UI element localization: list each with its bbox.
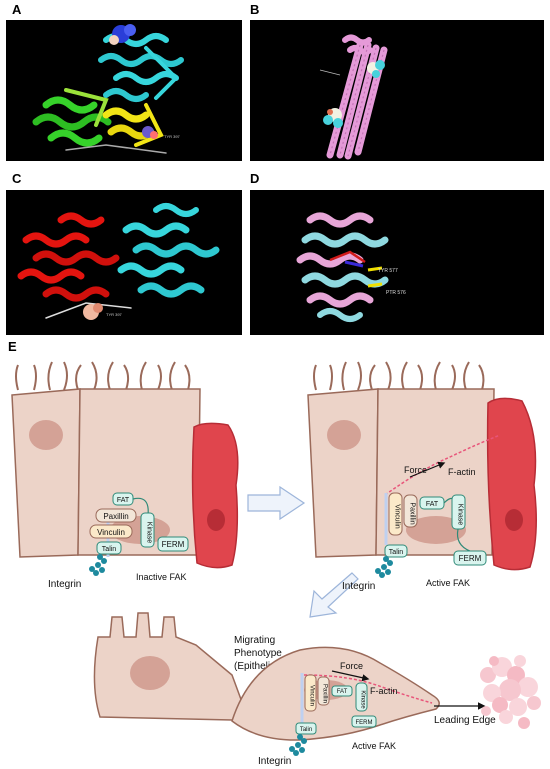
factin-filament — [384, 434, 501, 496]
panel-c-letter: C — [12, 171, 22, 186]
microvilli-active — [313, 361, 485, 391]
fak-activation-schematic: FAT Paxillin Vinculin Talin Kinase FERM … — [11, 361, 541, 767]
ferm-domain — [157, 536, 189, 552]
transition-arrow-down — [309, 572, 359, 618]
panel-b-structure — [250, 20, 544, 161]
paxillin-domain-active — [403, 494, 418, 528]
red-cell-active — [486, 397, 537, 571]
red-cell-nucleus-active — [505, 509, 523, 531]
red-cell — [191, 422, 239, 569]
fak-linker — [132, 497, 149, 516]
kinase-domain-active — [451, 494, 466, 530]
paxillin-domain-migrating — [317, 676, 330, 706]
panel-e-letter: E — [8, 339, 17, 354]
microvilli — [15, 361, 191, 391]
vinculin-domain-active — [388, 492, 403, 536]
factin-filament-migrating — [303, 674, 433, 704]
ecm-cluster — [480, 655, 541, 729]
integrin-receptor-migrating — [289, 734, 307, 756]
flattened-epithelial-cell — [93, 612, 247, 721]
integrin-receptor-active — [375, 556, 393, 578]
panel-a-residue-label: TYR 397 — [164, 134, 181, 139]
panel-a-structure: TYR 397 — [6, 20, 242, 161]
integrin-label-migrating: Integrin — [258, 756, 291, 767]
central-nucleus-active — [406, 516, 466, 544]
left-epithelial-cell-active — [307, 388, 379, 558]
fat-domain-migrating — [331, 685, 353, 697]
integrin-label-active: Integrin — [342, 581, 375, 592]
migrating-state: Migrating Phenotype (Epithelial) Force F… — [93, 612, 541, 767]
panel-d-residue-label-1: TYR 577 — [378, 268, 398, 274]
kinase-label-migrating: Kinase — [360, 690, 366, 709]
panel-c-structure: TYR 397 — [6, 190, 242, 335]
fat-label: FAT — [117, 497, 130, 504]
vinculin-label: Vinculin — [97, 528, 125, 537]
kinase-domain-migrating — [355, 682, 368, 712]
active-fak-label-migrating: Active FAK — [352, 741, 396, 751]
integrin-label: Integrin — [48, 579, 81, 590]
panel-c-residue-label: TYR 397 — [106, 312, 123, 317]
inactive-fak-label: Inactive FAK — [136, 572, 187, 582]
kinase-label: Kinase — [146, 522, 153, 544]
talin-domain — [96, 541, 122, 555]
left-nucleus — [29, 420, 63, 450]
fat-label-active: FAT — [426, 501, 439, 508]
ferm-domain-migrating — [351, 715, 377, 728]
force-arrow — [409, 461, 446, 478]
talin-domain-migrating — [295, 722, 317, 735]
paxillin-label-active: Paxillin — [409, 502, 416, 524]
panel-d-letter: D — [250, 171, 260, 186]
vinculin-label-active: Vinculin — [394, 504, 401, 528]
talin-label-migrating: Talin — [300, 727, 312, 733]
phenotype-label-3: (Epithelial) — [234, 661, 281, 672]
integrin-receptor — [89, 554, 107, 576]
vinculin-label-migrating: Vinculin — [309, 685, 315, 706]
paxillin-domain — [95, 508, 137, 523]
transition-arrow-right — [247, 485, 306, 521]
fat-label-migrating: FAT — [337, 689, 348, 695]
factin-label: F-actin — [448, 467, 476, 477]
left-epithelial-cell — [11, 388, 81, 558]
vinculin-domain — [89, 524, 133, 539]
paxillin-label: Paxillin — [103, 512, 128, 521]
panel-d-residue-label-2: PTR 576 — [386, 290, 406, 296]
force-label: Force — [404, 465, 427, 475]
active-fak-label: Active FAK — [426, 578, 470, 588]
ferm-label: FERM — [162, 540, 185, 549]
ferm-label-active: FERM — [459, 554, 482, 563]
red-cell-nucleus — [207, 509, 225, 531]
factin-label-migrating: F-actin — [370, 686, 398, 696]
paxillin-label-migrating: Paxillin — [322, 684, 328, 703]
panel-b-letter: B — [250, 2, 260, 17]
ferm-label-migrating: FERM — [356, 720, 373, 726]
force-label-migrating: Force — [340, 661, 363, 671]
ferm-domain-active — [453, 550, 487, 566]
kinase-label-active: Kinase — [457, 504, 464, 526]
panel-d-structure: TYR 577 PTR 576 — [250, 190, 544, 335]
flattened-cell-nucleus — [130, 656, 170, 690]
kinase-domain — [140, 512, 155, 548]
leading-edge-label: Leading Edge — [434, 715, 496, 726]
phenotype-label-2: Phenotype — [234, 648, 282, 659]
active-state: Force F-actin Vinculin Paxillin FAT Kina… — [307, 361, 537, 592]
inactive-state: FAT Paxillin Vinculin Talin Kinase FERM … — [11, 361, 239, 590]
panel-a-letter: A — [12, 2, 22, 17]
left-nucleus-active — [327, 420, 361, 450]
talin-label: Talin — [102, 546, 117, 553]
vinculin-domain-migrating — [304, 674, 317, 712]
phenotype-label-1: Migrating — [234, 635, 275, 646]
force-arrow-migrating — [331, 670, 370, 682]
fak-linker-active-2 — [456, 528, 471, 552]
talin-label-active: Talin — [389, 549, 404, 556]
talin-domain-active — [384, 544, 408, 558]
